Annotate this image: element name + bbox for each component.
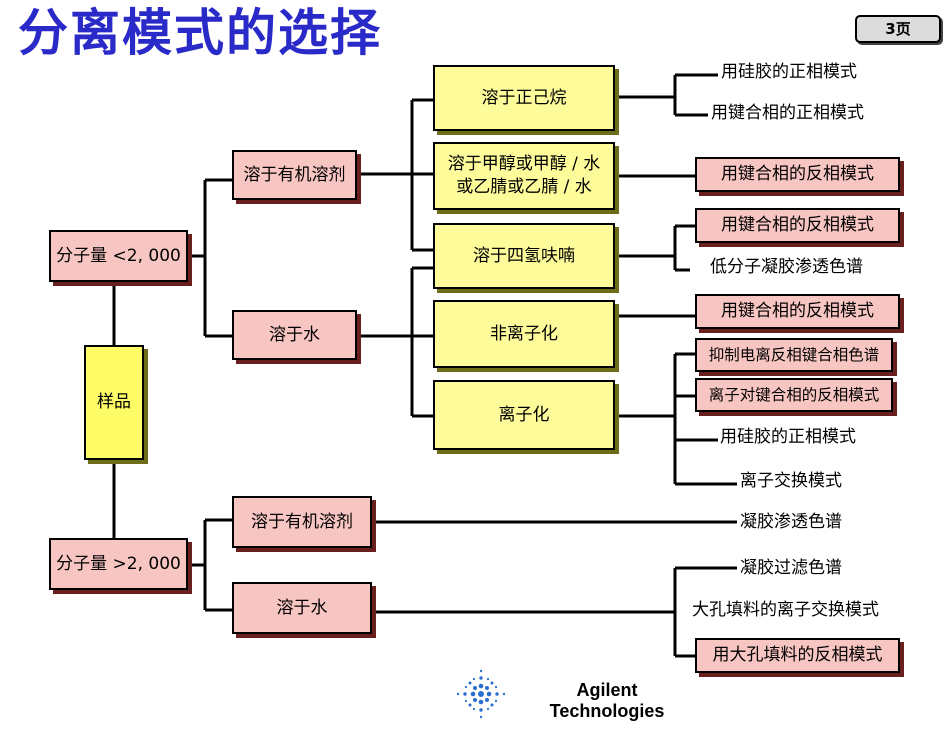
leaf-bonded-reversed-2: 用键合相的反相模式 <box>695 208 900 243</box>
leaf-bonded-reversed-1: 用键合相的反相模式 <box>695 157 900 192</box>
high-organic-solvent-box: 溶于有机溶剂 <box>232 496 372 548</box>
methanol-line-2: 或乙腈或乙腈 / 水 <box>456 177 592 197</box>
low-organic-solvent-box: 溶于有机溶剂 <box>232 150 357 200</box>
thf-box: 溶于四氢呋喃 <box>433 223 615 289</box>
page-title: 分离模式的选择 <box>18 4 382 62</box>
methanol-acetonitrile-box: 溶于甲醇或甲醇 / 水 或乙腈或乙腈 / 水 <box>433 142 615 210</box>
nonionic-box: 非离子化 <box>433 300 615 368</box>
root-sample-box: 样品 <box>84 345 144 460</box>
mw-low-box: 分子量 <2, 000 <box>49 230 188 282</box>
brand-name: Agilent Technologies <box>532 680 682 722</box>
leaf-gel-filtration: 凝胶过滤色谱 <box>740 558 842 578</box>
low-water-box: 溶于水 <box>232 310 357 360</box>
brand-line-2: Technologies <box>549 701 665 721</box>
leaf-silica-normal-2: 用硅胶的正相模式 <box>720 427 856 447</box>
page-number-badge: 3页 <box>855 15 941 43</box>
leaf-gpc: 凝胶渗透色谱 <box>740 512 842 532</box>
mw-high-box: 分子量 >2, 000 <box>49 538 188 590</box>
leaf-ion-exchange: 离子交换模式 <box>740 471 842 491</box>
agilent-spark-logo-icon <box>456 669 506 719</box>
methanol-line-1: 溶于甲醇或甲醇 / 水 <box>447 154 601 175</box>
leaf-bonded-reversed-3: 用键合相的反相模式 <box>695 294 900 329</box>
brand-line-1: Agilent <box>576 680 638 700</box>
leaf-bonded-normal: 用键合相的正相模式 <box>711 103 864 123</box>
leaf-silica-normal-1: 用硅胶的正相模式 <box>721 62 857 82</box>
leaf-macroporous-reversed: 用大孔填料的反相模式 <box>695 638 900 673</box>
leaf-low-mw-gpc: 低分子凝胶渗透色谱 <box>710 257 863 277</box>
leaf-ion-pair: 离子对键合相的反相模式 <box>695 378 893 412</box>
leaf-macroporous-ion-exchange: 大孔填料的离子交换模式 <box>692 600 879 620</box>
hexane-box: 溶于正己烷 <box>433 65 615 131</box>
ionic-box: 离子化 <box>433 380 615 450</box>
leaf-ion-suppression: 抑制电离反相键合相色谱 <box>695 338 893 372</box>
high-water-box: 溶于水 <box>232 582 372 634</box>
